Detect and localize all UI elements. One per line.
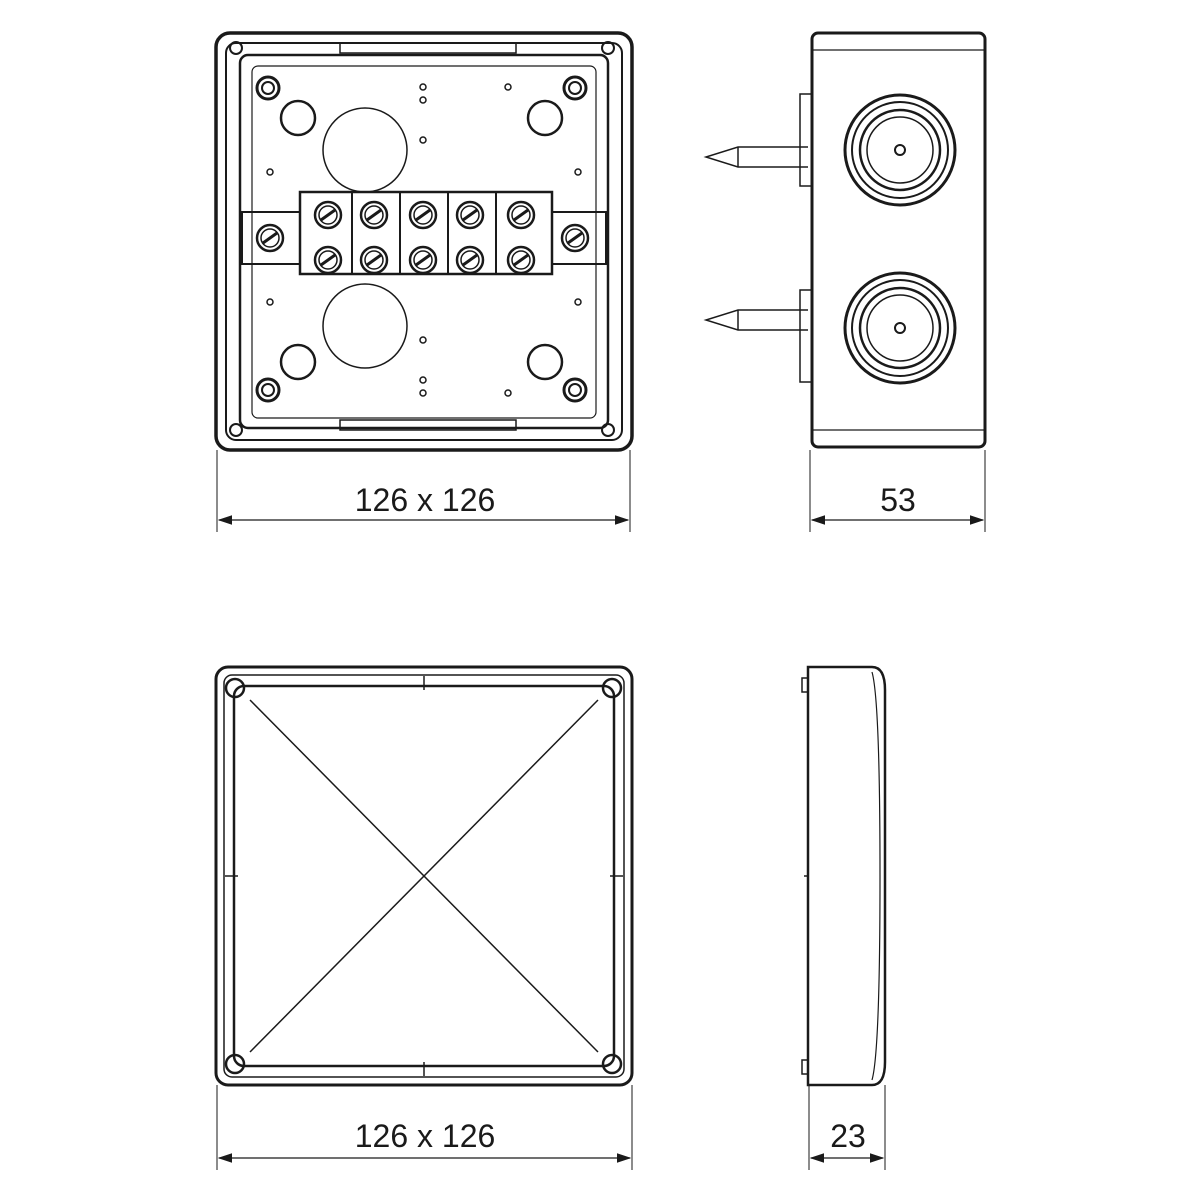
terminal-block [241, 190, 607, 276]
cable-gland-top [843, 93, 957, 207]
small-holes [266, 83, 582, 397]
box-depth-label: 53 [880, 482, 916, 518]
lid-width-label: 126 x 126 [355, 1118, 496, 1154]
box-side-view [703, 31, 987, 449]
lid-top-view [214, 665, 634, 1087]
box-depth-dimension: 53 [809, 450, 986, 532]
cable-gland-bottom [843, 271, 957, 385]
lid-side-view [801, 665, 887, 1087]
mounting-holes [279, 99, 564, 381]
lid-width-dimension: 126 x 126 [216, 1085, 633, 1170]
lid-depth-label: 23 [830, 1118, 866, 1154]
box-width-dimension: 126 x 126 [216, 450, 631, 532]
lid-depth-dimension: 23 [808, 1085, 886, 1170]
mounting-pins [703, 93, 813, 383]
box-top-view [214, 31, 634, 452]
corner-screws [229, 41, 615, 437]
box-width-label: 126 x 126 [355, 482, 496, 518]
